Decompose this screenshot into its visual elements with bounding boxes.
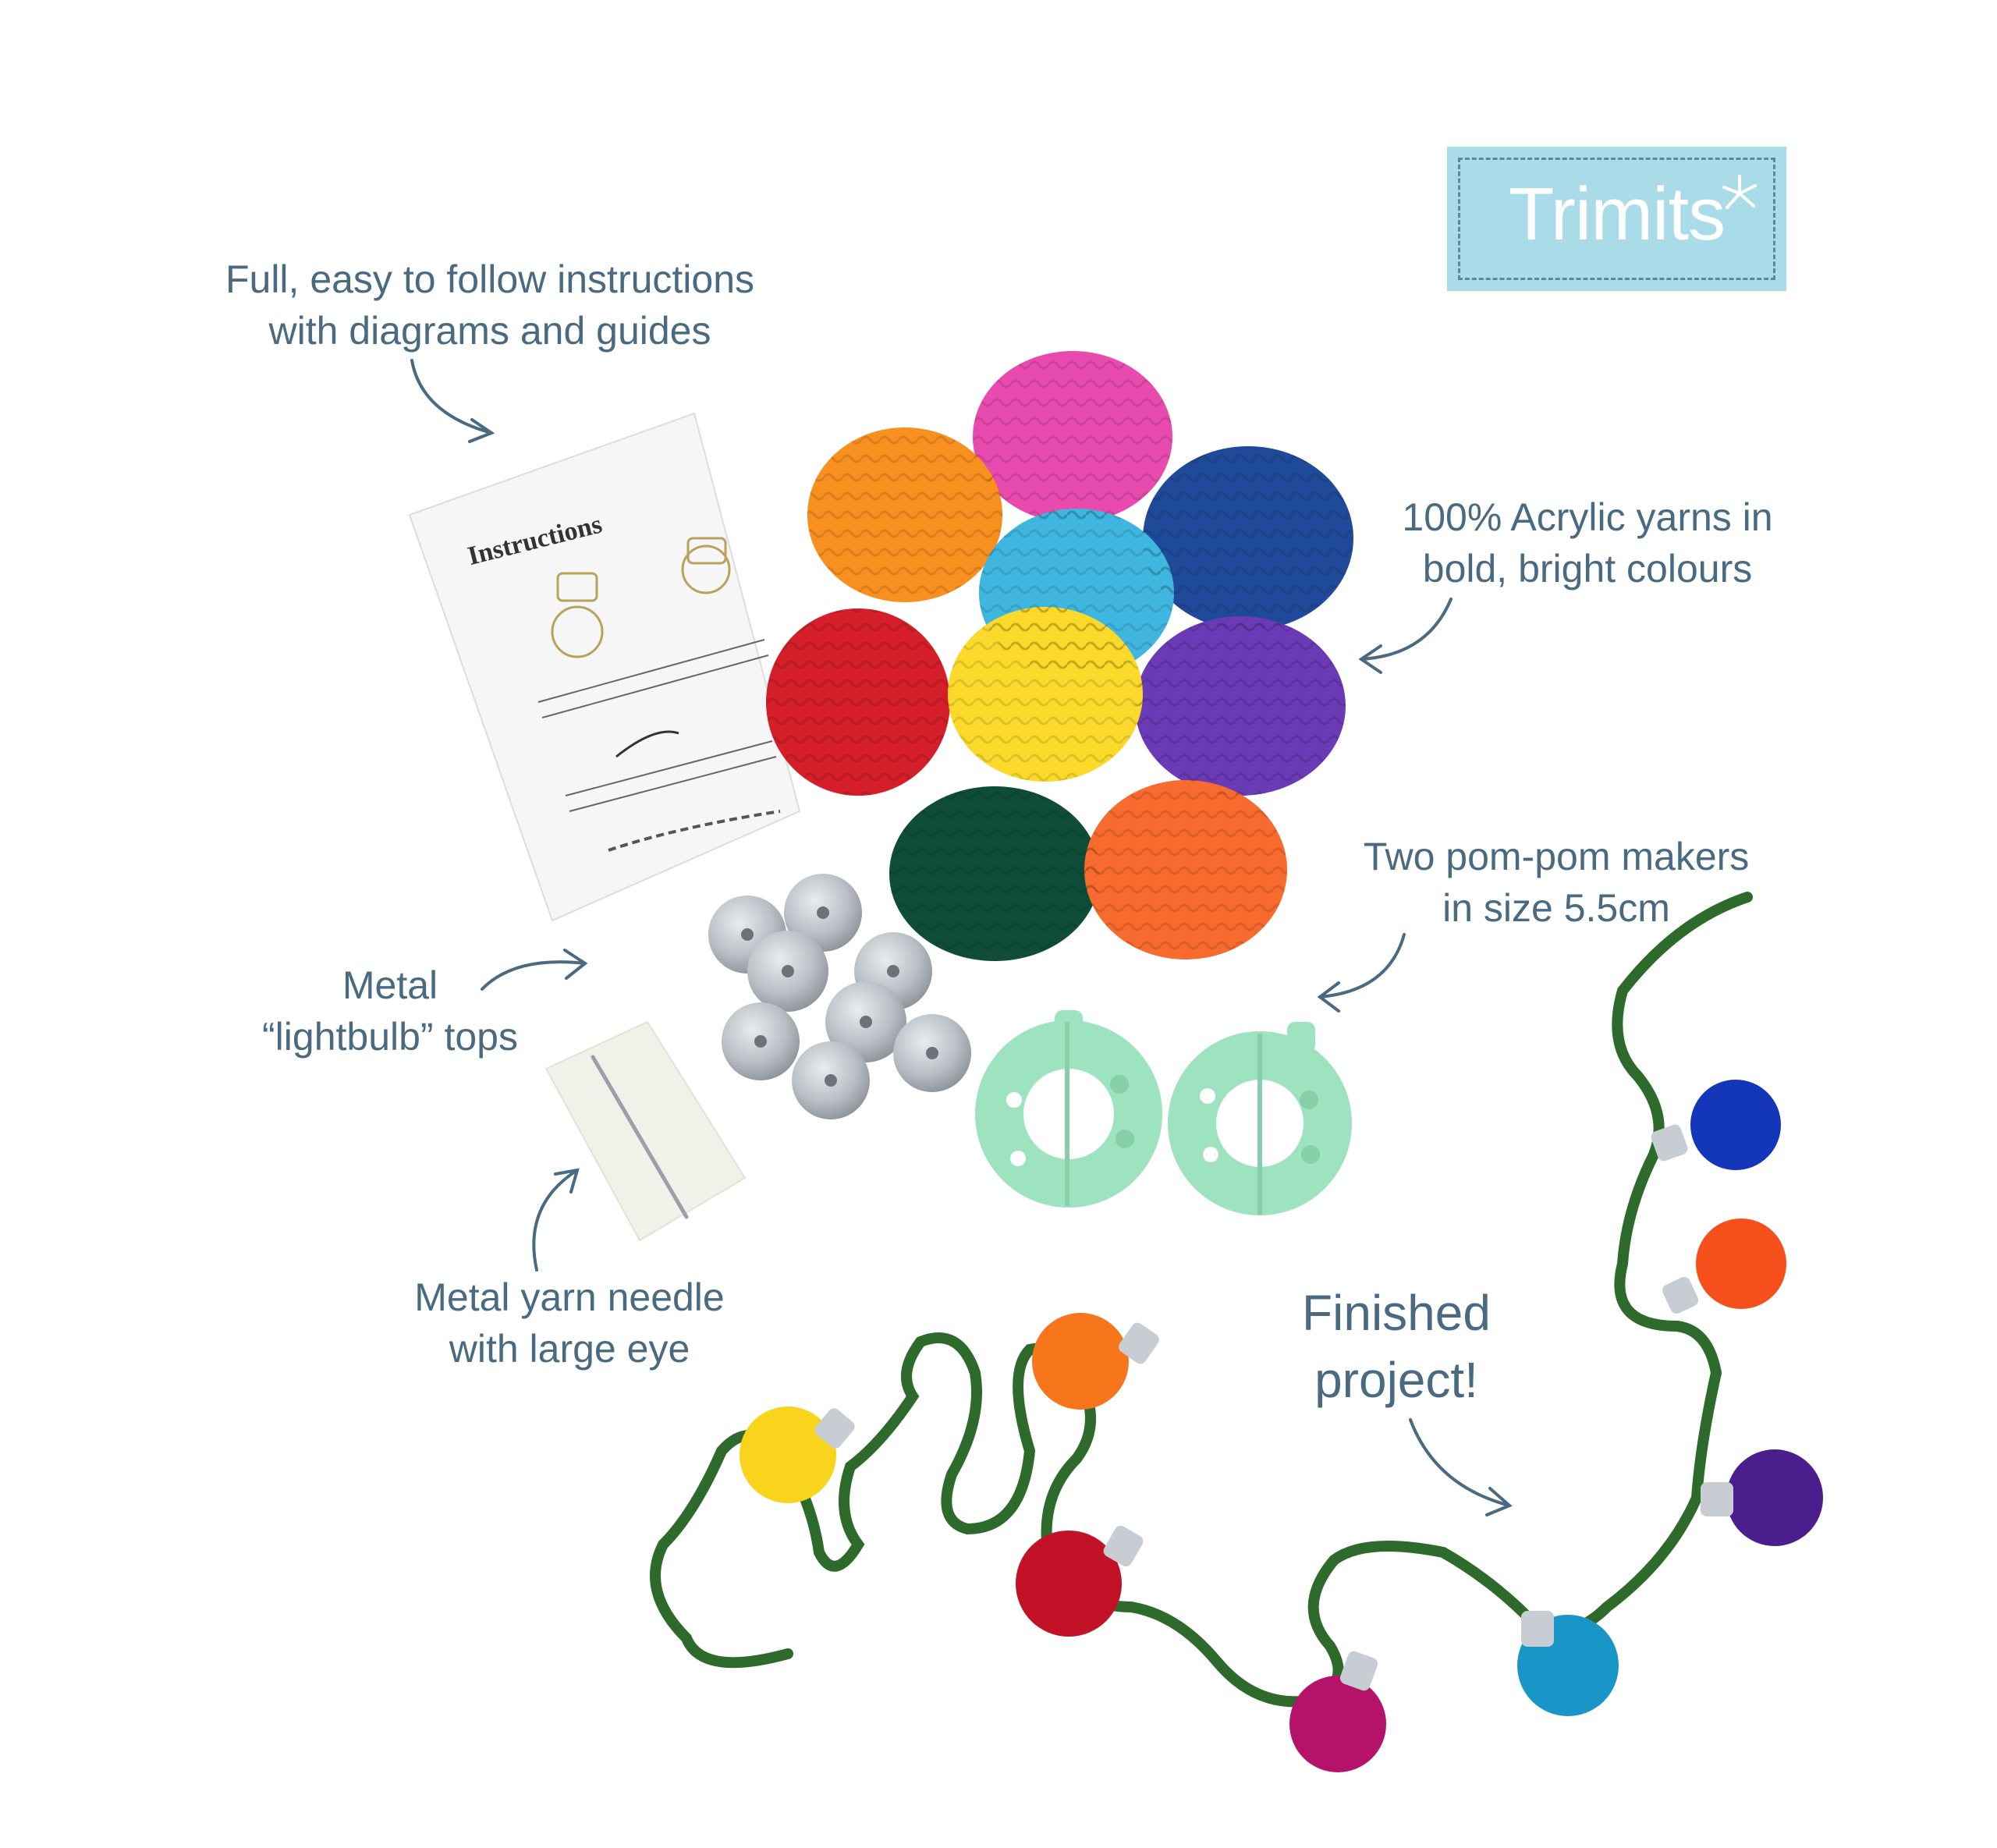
metal-top xyxy=(747,931,828,1012)
garland-bulb-teal xyxy=(1517,1611,1619,1716)
pompom-maker-left xyxy=(975,1010,1162,1208)
callout-pompom-line2: in size 5.5cm xyxy=(1442,886,1670,930)
callout-pompom-makers: Two pom-pom makers in size 5.5cm xyxy=(1330,831,1782,934)
callout-instructions-line1: Full, easy to follow instructions xyxy=(225,257,755,301)
callout-lightbulb-tops: Metal “lightbulb” tops xyxy=(234,959,546,1062)
garland-bulb-purple xyxy=(1701,1449,1823,1546)
callout-pompom-line1: Two pom-pom makers xyxy=(1363,835,1750,878)
callout-instructions-line2: with diagrams and guides xyxy=(268,309,711,353)
logo-stitch-border xyxy=(1458,158,1775,280)
needle-packet xyxy=(544,1020,747,1242)
metal-lightbulb-tops xyxy=(708,874,971,1119)
garland-bulb-red xyxy=(1016,1525,1144,1637)
arrow-pompom xyxy=(1317,933,1406,1013)
arrow-lightbulb xyxy=(481,949,588,991)
callout-instructions: Full, easy to follow instructions with d… xyxy=(209,254,771,356)
metal-top xyxy=(784,874,862,952)
arrow-finished xyxy=(1409,1418,1513,1516)
garland-bulb-yellow xyxy=(740,1406,855,1503)
arrow-yarns xyxy=(1358,598,1453,674)
garland-bulb-orange-2 xyxy=(1032,1313,1159,1410)
trimits-logo: Trimits xyxy=(1447,147,1786,291)
callout-needle-line2: with large eye xyxy=(449,1327,690,1371)
callout-lightbulb-line1: Metal xyxy=(342,963,438,1007)
needle xyxy=(591,1055,689,1219)
logo-text: Trimits xyxy=(1508,172,1726,256)
pompom-maker-right xyxy=(1168,1022,1352,1215)
callout-needle-line1: Metal yarn needle xyxy=(414,1275,725,1319)
finished-garland xyxy=(650,892,1823,1772)
garland-bulb-magenta xyxy=(1289,1651,1386,1772)
yarn-balls xyxy=(766,351,1353,961)
garland-string xyxy=(650,892,1753,1708)
callout-yarns: 100% Acrylic yarns in bold, bright colou… xyxy=(1369,491,1806,594)
instruction-booklet: Instructions xyxy=(408,412,801,922)
logo-flower-icon xyxy=(1722,175,1757,209)
callout-needle: Metal yarn needle with large eye xyxy=(390,1272,749,1374)
callout-yarns-line1: 100% Acrylic yarns in xyxy=(1402,495,1773,539)
garland-bulb-blue xyxy=(1651,1080,1781,1170)
metal-top xyxy=(722,1002,800,1080)
callout-finished: Finished project! xyxy=(1264,1279,1529,1413)
callout-finished-line1: Finished xyxy=(1302,1285,1491,1341)
metal-top xyxy=(792,1041,870,1119)
metal-top xyxy=(893,1014,971,1092)
arrow-instructions xyxy=(410,359,495,443)
callout-yarns-line2: bold, bright colours xyxy=(1422,547,1753,591)
garland-bulb-orange xyxy=(1662,1218,1786,1314)
callout-finished-line2: project! xyxy=(1314,1352,1478,1408)
arrow-needle xyxy=(532,1168,580,1272)
metal-top xyxy=(825,981,906,1062)
callout-lightbulb-line2: “lightbulb” tops xyxy=(262,1015,518,1059)
